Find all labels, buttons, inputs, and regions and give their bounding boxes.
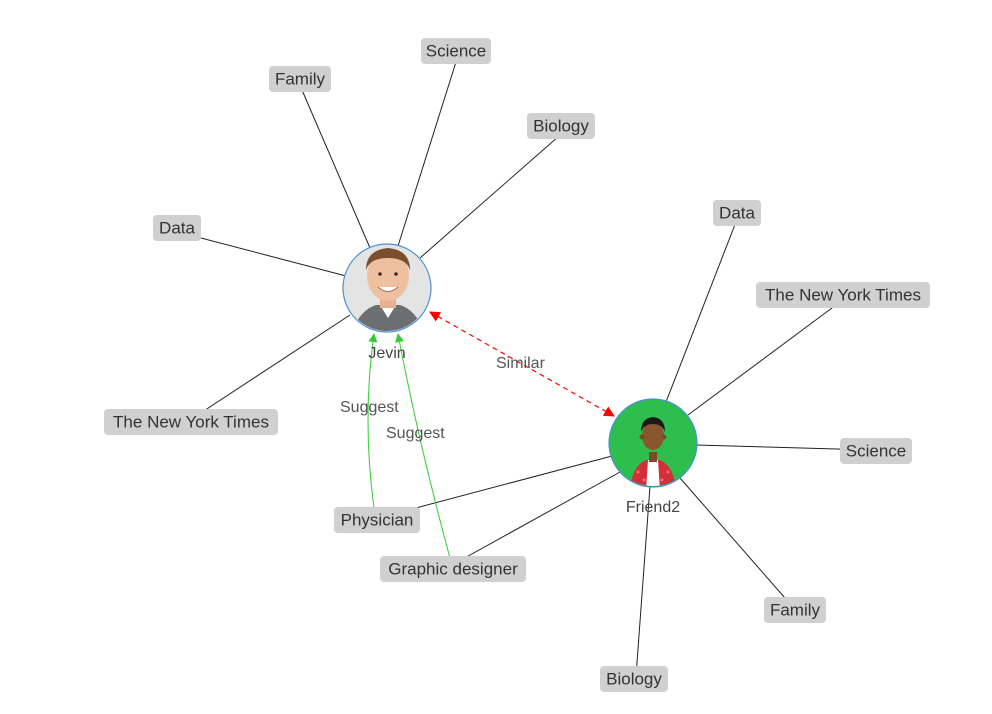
tag-label: Biology <box>533 117 589 136</box>
edge-jevin-science <box>397 61 457 247</box>
tag-node-friend2-science[interactable]: Science <box>840 438 912 464</box>
tag-label: Science <box>426 42 486 61</box>
tag-label: Graphic designer <box>388 560 518 579</box>
person-node-friend2[interactable]: Friend2 <box>608 398 698 516</box>
tag-node-physician[interactable]: Physician <box>334 507 420 533</box>
tag-label: Physician <box>341 511 414 530</box>
edge-friend2-biology <box>635 485 651 677</box>
person-name-jevin: Jevin <box>368 345 405 362</box>
tag-label: Science <box>846 442 906 461</box>
edge-friend2-data <box>665 221 737 403</box>
tag-node-jevin-nyt[interactable]: The New York Times <box>104 409 278 435</box>
edge-jevin-biology <box>419 135 560 259</box>
tag-label: Data <box>719 204 755 223</box>
person-name-friend2: Friend2 <box>626 499 680 516</box>
tag-node-friend2-nyt[interactable]: The New York Times <box>756 282 930 308</box>
tag-label: The New York Times <box>113 413 269 432</box>
tag-label: The New York Times <box>765 286 921 305</box>
edge-friend2-nyt <box>687 301 841 416</box>
edge-friend2-graphic-designer <box>451 471 621 566</box>
tag-node-friend2-family[interactable]: Family <box>764 597 826 623</box>
friend2-edges <box>377 221 873 677</box>
person-avatar-icon <box>630 417 676 486</box>
suggest-edge-label-2: Suggest <box>386 425 445 442</box>
edge-jevin-data <box>177 231 347 277</box>
edge-friend2-family <box>679 477 793 607</box>
photo-avatar-icon <box>344 245 430 331</box>
tag-label: Family <box>275 70 326 89</box>
edge-jevin-family <box>301 89 371 249</box>
person-node-jevin[interactable]: Jevin <box>342 243 432 362</box>
edge-jevin-nyt <box>189 314 351 421</box>
tag-node-jevin-family[interactable]: Family <box>269 66 331 92</box>
tag-node-jevin-data[interactable]: Data <box>153 215 201 241</box>
tag-label: Biology <box>606 670 662 689</box>
jevin-edges <box>177 61 560 421</box>
similar-edge-label: Similar <box>496 355 546 372</box>
suggest-edge-graphic-designer <box>395 333 451 559</box>
tag-node-jevin-biology[interactable]: Biology <box>527 113 595 139</box>
suggest-edges <box>367 333 451 559</box>
suggest-edge-label-1: Suggest <box>340 399 399 416</box>
tag-label: Family <box>770 601 821 620</box>
tag-label: Data <box>159 219 195 238</box>
tag-node-friend2-data[interactable]: Data <box>713 200 761 226</box>
tag-node-graphic-designer[interactable]: Graphic designer <box>380 556 526 582</box>
tag-node-jevin-science[interactable]: Science <box>421 38 491 64</box>
tag-node-friend2-biology[interactable]: Biology <box>600 666 668 692</box>
suggest-edge-physician <box>367 333 378 509</box>
